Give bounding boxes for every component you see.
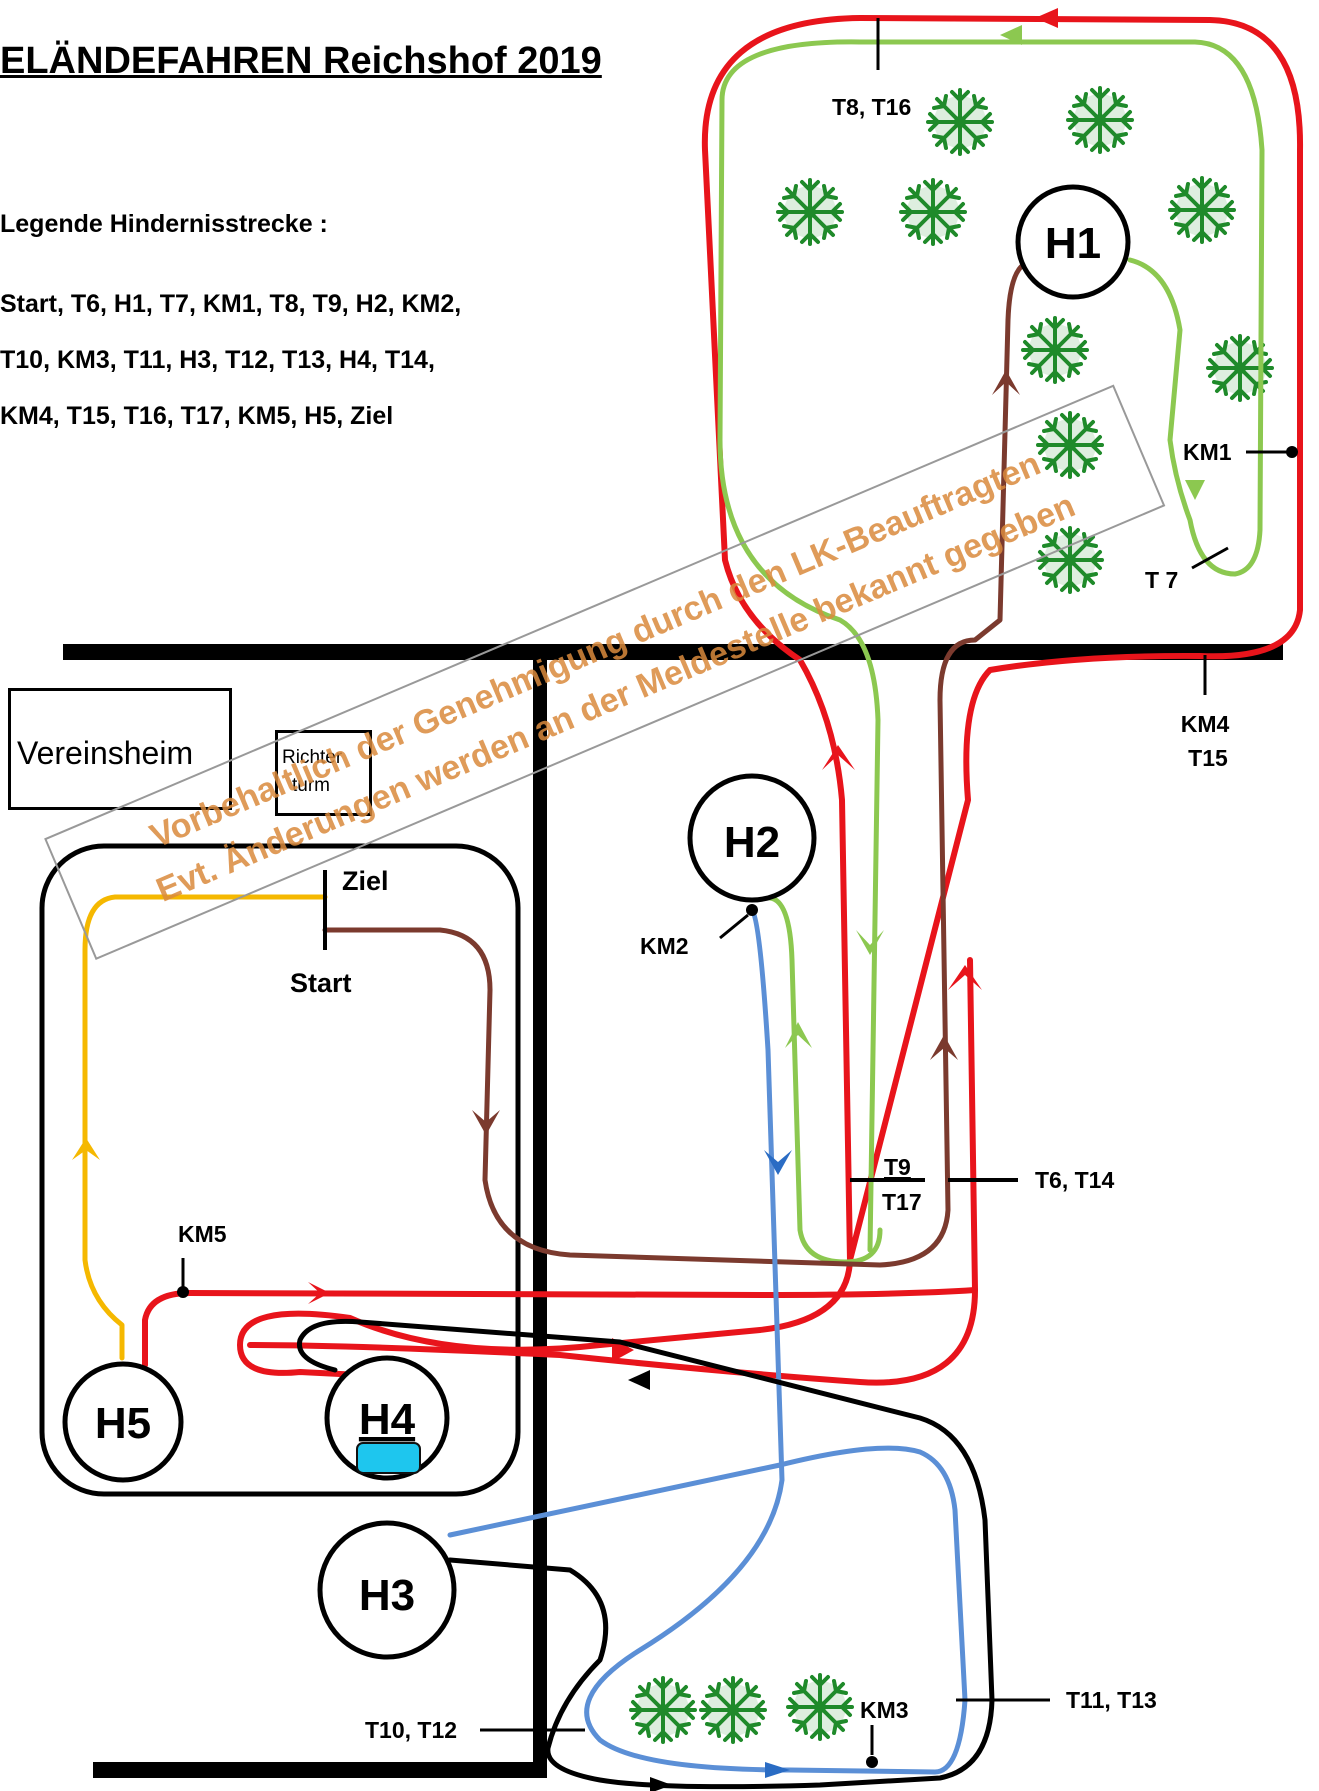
- label-km5: KM5: [178, 1221, 227, 1247]
- clubhouse-building: Vereinsheim: [8, 688, 232, 810]
- legend-line: Start, T6, H1, T7, KM1, T8, T9, H2, KM2,: [0, 290, 462, 318]
- tree-icon: [776, 178, 844, 246]
- label-t6-t14: T6, T14: [1035, 1167, 1114, 1193]
- judges-tower-building: Richter turm: [275, 730, 372, 816]
- black-route: [296, 1318, 995, 1790]
- tree-icon: [699, 1676, 767, 1744]
- km2-tick: [719, 913, 749, 940]
- label-km4: KM4: [1181, 711, 1230, 737]
- yellow-arrow: [72, 1138, 100, 1160]
- legend-heading: Legende Hindernisstrecke :: [0, 210, 328, 238]
- obstacle-h1: [1015, 184, 1131, 300]
- page-title: ELÄNDEFAHREN Reichshof 2019: [0, 40, 602, 82]
- label-t11-t13: T11, T13: [1066, 1687, 1157, 1713]
- t7-tick: [1191, 546, 1229, 570]
- watermark: Vorbehaltlich der Genehmigung durch den …: [44, 384, 1166, 961]
- label-t10-t12: T10, T12: [365, 1717, 457, 1743]
- km3-marker: [866, 1756, 878, 1768]
- watermark-frame: [44, 384, 1166, 961]
- obstacle-h5: [62, 1361, 184, 1483]
- obstacle-h3: [317, 1520, 457, 1660]
- label-km1: KM1: [1183, 439, 1232, 465]
- label-t9: T9: [884, 1154, 911, 1180]
- label-start: Start: [290, 968, 352, 998]
- label-ziel: Ziel: [342, 866, 389, 896]
- blue-route: [447, 907, 968, 1775]
- km5-marker: [177, 1286, 189, 1298]
- h4-water-box: [356, 1442, 421, 1474]
- tower-label-line2: turm: [292, 775, 330, 796]
- km2-marker: [746, 904, 758, 916]
- label-t15: T15: [1188, 745, 1228, 771]
- tree-icon: [899, 178, 967, 246]
- tree-icon: [1036, 526, 1104, 594]
- label-t8-t16: T8, T16: [832, 94, 911, 120]
- obstacle-h2: [687, 773, 817, 903]
- tree-icon: [1168, 176, 1236, 244]
- blue-arrows: [764, 1150, 792, 1778]
- h3-label: H3: [359, 1571, 415, 1620]
- brown-arrows: [472, 370, 1020, 1135]
- label-t7: T 7: [1145, 567, 1178, 593]
- tree-icon: [629, 1676, 697, 1744]
- red-route: [142, 15, 1304, 1386]
- label-t17: T17: [882, 1189, 922, 1215]
- label-km3: KM3: [860, 1697, 909, 1723]
- tree-icon: [1021, 316, 1089, 384]
- green-route: [717, 39, 1265, 1265]
- clubhouse-label: Vereinsheim: [17, 735, 194, 771]
- yellow-route: [82, 894, 328, 1361]
- tree-icon: [926, 88, 994, 156]
- tree-icon: [1066, 86, 1134, 154]
- h4-label: H4: [359, 1395, 416, 1444]
- brown-route: [322, 259, 1033, 1268]
- km1-marker: [1286, 446, 1298, 458]
- label-km2: KM2: [640, 933, 689, 959]
- green-arrows: [785, 25, 1205, 1048]
- tower-label-line1: Richter: [282, 747, 343, 768]
- tree-icon: [1036, 411, 1104, 479]
- tree-icon: [786, 1673, 854, 1741]
- black-arrows: [628, 1370, 672, 1791]
- h1-label: H1: [1045, 219, 1101, 268]
- legend-line: T10, KM3, T11, H3, T12, T13, H4, T14,: [0, 346, 435, 374]
- arena-boundary: [39, 843, 521, 1497]
- h2-label: H2: [724, 818, 780, 867]
- h5-label: H5: [95, 1399, 151, 1448]
- legend-line: KM4, T15, T16, T17, KM5, H5, Ziel: [0, 402, 394, 430]
